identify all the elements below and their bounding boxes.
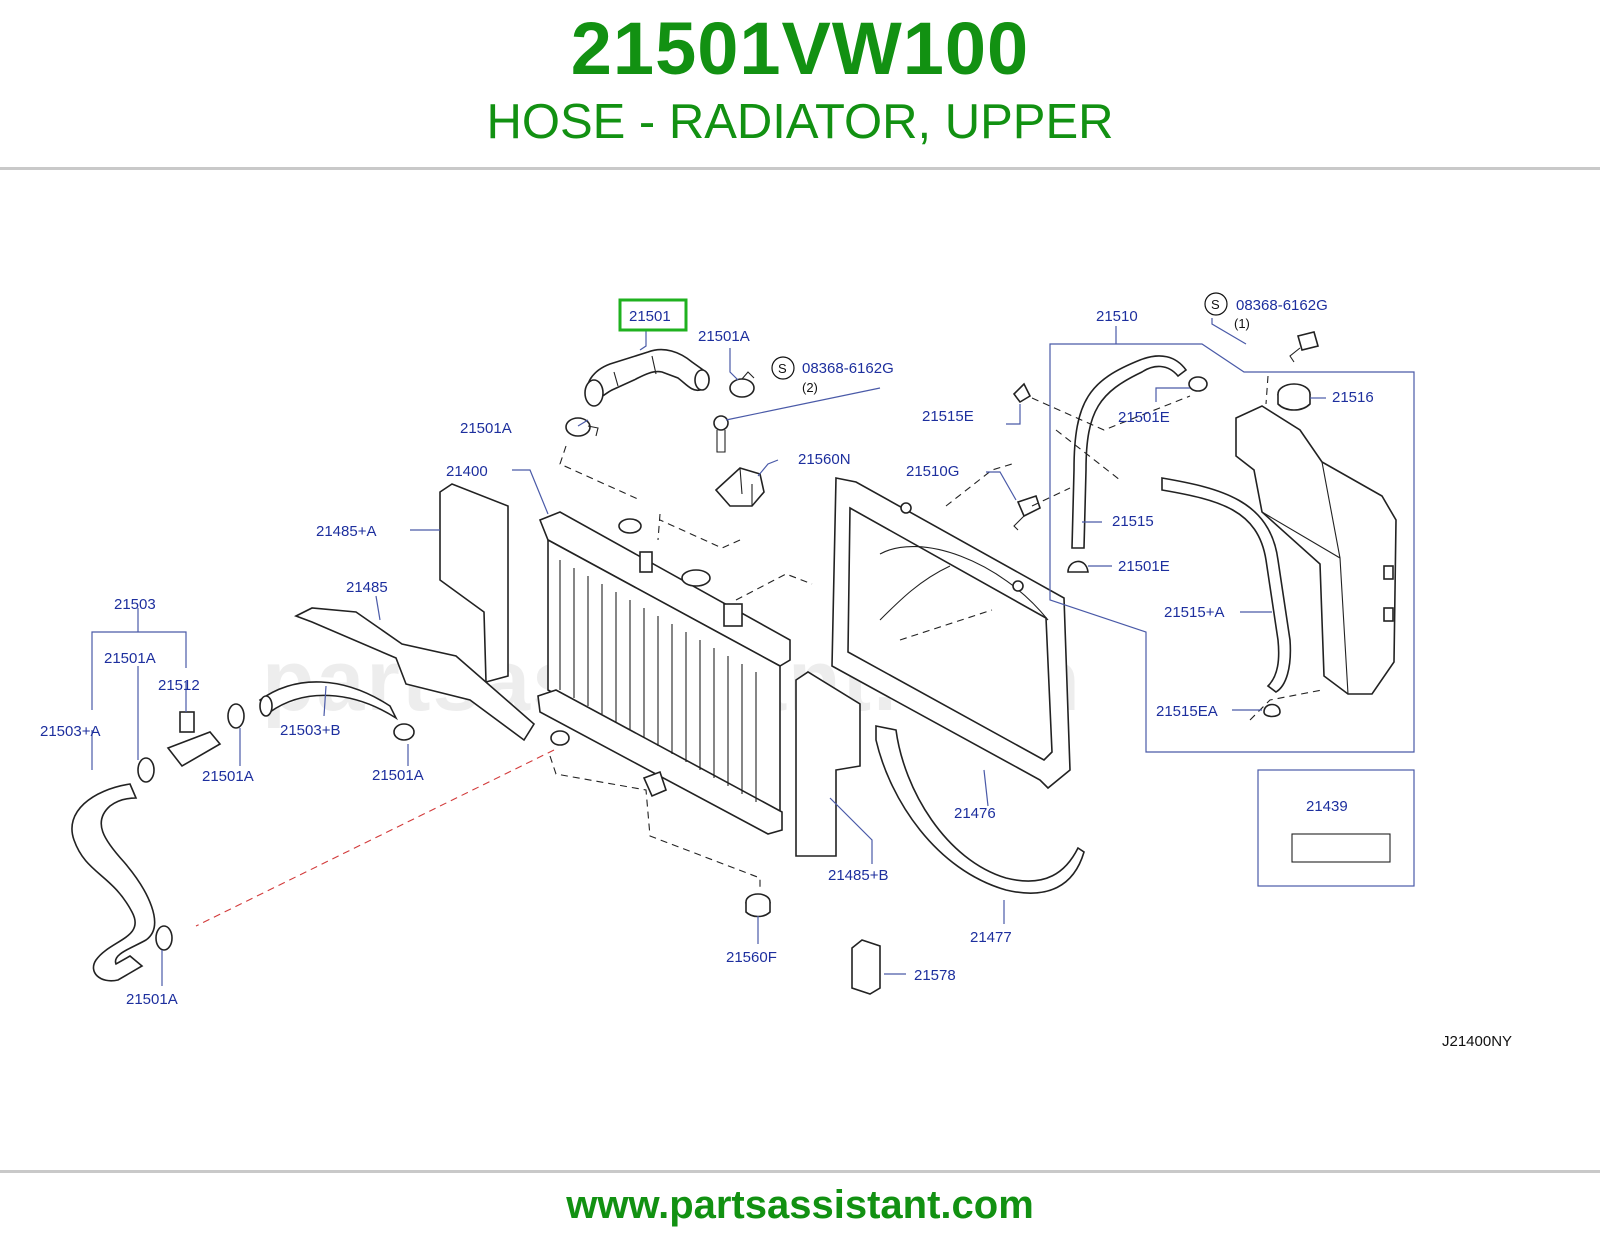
callout-21578[interactable]: 21578 bbox=[914, 967, 956, 984]
callout-21501A-bottom[interactable]: 21501A bbox=[126, 991, 178, 1008]
overflow-hose-21515A-part[interactable] bbox=[1161, 477, 1292, 693]
callout-08368-6162G-a[interactable]: 08368-6162G bbox=[802, 360, 894, 377]
bolt-21510G-part[interactable] bbox=[1013, 494, 1041, 531]
callout-21501A-left[interactable]: 21501A bbox=[460, 420, 512, 437]
callout-21501A-5[interactable]: 21501A bbox=[372, 767, 424, 784]
hose-clamp-upper-right[interactable] bbox=[729, 371, 755, 398]
fitting-21512-part[interactable] bbox=[166, 711, 222, 768]
callout-21515EA[interactable]: 21515EA bbox=[1156, 703, 1218, 720]
part-name-subtitle: HOSE - RADIATOR, UPPER bbox=[486, 95, 1114, 149]
page-header: 21501VW100 HOSE - RADIATOR, UPPER bbox=[0, 0, 1600, 170]
reservoir-tank-21510-part[interactable] bbox=[1235, 405, 1397, 695]
callout-21515A[interactable]: 21515+A bbox=[1164, 604, 1224, 621]
upper-radiator-hose-part[interactable] bbox=[584, 348, 710, 407]
callout-21476[interactable]: 21476 bbox=[954, 805, 996, 822]
air-guide-21485-part[interactable] bbox=[294, 607, 536, 742]
footer-url[interactable]: www.partsassistant.com bbox=[566, 1183, 1034, 1227]
callout-21515[interactable]: 21515 bbox=[1112, 513, 1154, 530]
reservoir-cap-21516-part[interactable] bbox=[1277, 383, 1311, 411]
callout-21503A[interactable]: 21503+A bbox=[40, 723, 100, 740]
callout-21560N[interactable]: 21560N bbox=[798, 451, 851, 468]
callout-21560F[interactable]: 21560F bbox=[726, 949, 777, 966]
callout-21477[interactable]: 21477 bbox=[970, 929, 1012, 946]
callout-21485A[interactable]: 21485+A bbox=[316, 523, 376, 540]
callout-21515E[interactable]: 21515E bbox=[922, 408, 974, 425]
clamp-21501E-bottom-part[interactable] bbox=[1067, 560, 1089, 573]
callout-21501E-top[interactable]: 21501E bbox=[1118, 409, 1170, 426]
reservoir-hose-21515-part[interactable] bbox=[1071, 355, 1188, 549]
bolt-08368-upper[interactable] bbox=[713, 415, 729, 453]
s-symbol-2: S bbox=[1211, 297, 1220, 312]
hose-21503B-part[interactable] bbox=[258, 681, 399, 721]
callout-21485[interactable]: 21485 bbox=[346, 579, 388, 596]
air-guide-21485B-part[interactable] bbox=[795, 671, 861, 857]
callout-21501-highlighted[interactable]: 21501 bbox=[629, 308, 671, 325]
clip-21515EA-part[interactable] bbox=[1263, 703, 1281, 718]
lower-hose-21503A-part[interactable] bbox=[71, 783, 156, 982]
header-divider bbox=[0, 167, 1600, 170]
s-symbol-1: S bbox=[778, 361, 787, 376]
bracket-21560N-part[interactable] bbox=[714, 467, 765, 507]
clamp-21501A-left-4[interactable] bbox=[155, 925, 173, 951]
hose-clamp-upper-left[interactable] bbox=[565, 417, 599, 437]
radiator-21400-part[interactable] bbox=[537, 511, 791, 835]
clamp-21501A-left-1[interactable] bbox=[137, 757, 155, 783]
callout-08368-qty-b: (1) bbox=[1234, 316, 1250, 331]
air-guide-21485A-part[interactable] bbox=[439, 483, 509, 684]
callout-21501A-top[interactable]: 21501A bbox=[698, 328, 750, 345]
clip-21515E-part[interactable] bbox=[1012, 382, 1032, 404]
diagram-code: J21400NY bbox=[1442, 1033, 1512, 1050]
callout-21516[interactable]: 21516 bbox=[1332, 389, 1374, 406]
callout-21400[interactable]: 21400 bbox=[446, 463, 488, 480]
block-21578-part[interactable] bbox=[851, 939, 881, 995]
clamp-21501A-left-2[interactable] bbox=[227, 703, 245, 729]
callout-21501E-bottom[interactable]: 21501E bbox=[1118, 558, 1170, 575]
callout-21510G[interactable]: 21510G bbox=[906, 463, 959, 480]
callout-08368-qty-a: (2) bbox=[802, 380, 818, 395]
s-symbol-circle-1 bbox=[771, 356, 795, 380]
assembly-dashed-lines bbox=[195, 375, 1323, 927]
callout-21501A-3[interactable]: 21501A bbox=[104, 650, 156, 667]
clamp-21501A-left-3[interactable] bbox=[393, 723, 415, 741]
callout-leader-lines bbox=[91, 318, 1415, 986]
highlight-box-21501 bbox=[618, 298, 688, 332]
callout-21512[interactable]: 21512 bbox=[158, 677, 200, 694]
callout-21503B[interactable]: 21503+B bbox=[280, 722, 340, 739]
callout-08368-6162G-b[interactable]: 08368-6162G bbox=[1236, 297, 1328, 314]
footer-divider bbox=[0, 1170, 1600, 1173]
callout-21439[interactable]: 21439 bbox=[1306, 798, 1348, 815]
callout-21510[interactable]: 21510 bbox=[1096, 308, 1138, 325]
mount-21560F-part[interactable] bbox=[745, 893, 771, 918]
part-number-title: 21501VW100 bbox=[570, 7, 1030, 90]
callout-21485B[interactable]: 21485+B bbox=[828, 867, 888, 884]
shroud-band-21477-part[interactable] bbox=[875, 725, 1085, 894]
fan-shroud-21476-part[interactable] bbox=[831, 477, 1071, 790]
callout-21503[interactable]: 21503 bbox=[114, 596, 156, 613]
bolt-08368-upper-right[interactable] bbox=[1289, 331, 1319, 363]
callout-21501A-4[interactable]: 21501A bbox=[202, 768, 254, 785]
part-21439-box[interactable] bbox=[1257, 769, 1415, 887]
s-symbol-circle-2 bbox=[1204, 292, 1228, 316]
clamp-21501E-top-part[interactable] bbox=[1188, 376, 1208, 392]
